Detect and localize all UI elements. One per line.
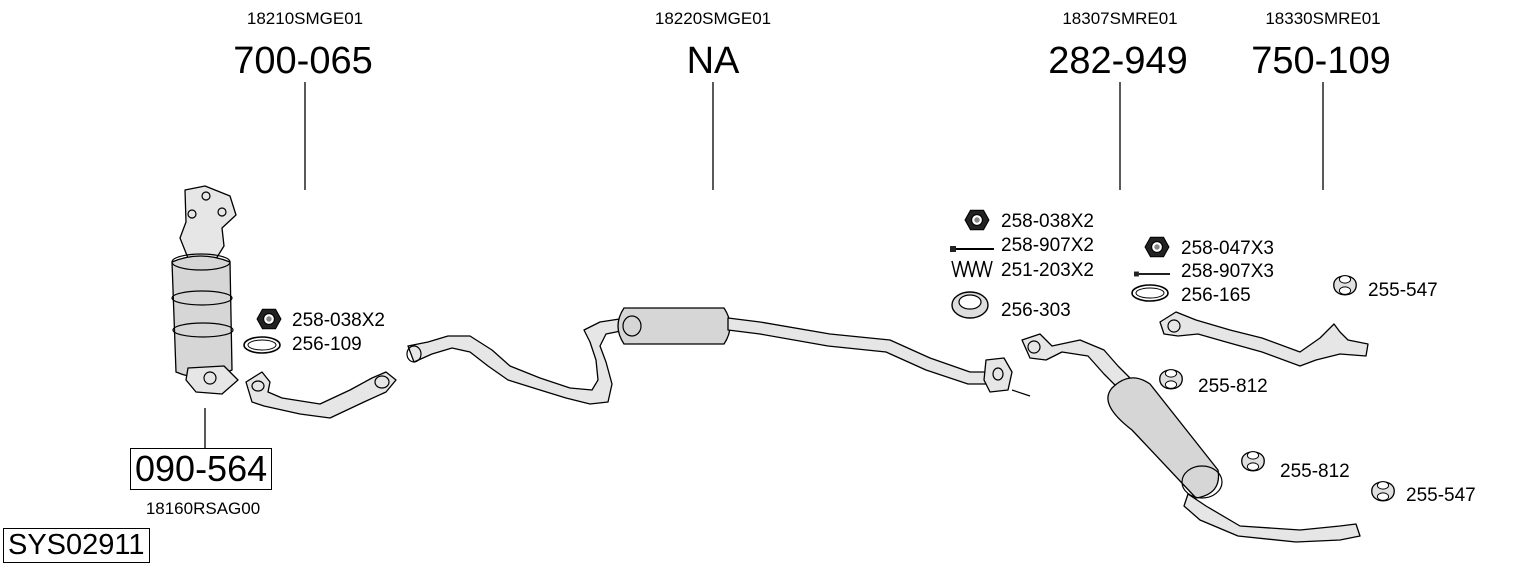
nut-icon xyxy=(1144,236,1170,258)
rubber-hanger-icon xyxy=(1333,274,1357,296)
oem-code-catalyst: 18210SMGE01 xyxy=(247,9,363,28)
bolt-icon xyxy=(950,245,994,253)
gasket-icon xyxy=(1131,284,1169,302)
fitting-label[interactable]: 255-812 xyxy=(1198,376,1268,397)
rubber-hanger-icon xyxy=(1371,480,1395,502)
fitting-label[interactable]: 258-907X3 xyxy=(1181,261,1274,282)
front-pipe-part-number[interactable]: 090-564 xyxy=(130,448,273,490)
nut-icon xyxy=(964,209,990,231)
middle-pipe-drawing xyxy=(406,307,1031,405)
fitting-label[interactable]: 255-547 xyxy=(1368,280,1438,301)
oem-code-front-pipe: 18160RSAG00 xyxy=(146,499,260,518)
fitting-label[interactable]: 256-109 xyxy=(292,334,362,355)
fitting-label[interactable]: 258-038X2 xyxy=(1001,211,1094,232)
system-code: SYS02911 xyxy=(3,528,150,563)
catalytic-converter-drawing xyxy=(171,185,239,395)
fitting-label[interactable]: 255-547 xyxy=(1406,485,1476,506)
nut-icon xyxy=(256,308,282,330)
tail-pipe-drawing xyxy=(1159,311,1369,367)
rubber-hanger-icon xyxy=(1159,368,1183,390)
spring-icon xyxy=(951,260,993,278)
part-number-tail-pipe[interactable]: 750-109 xyxy=(1251,40,1390,82)
fitting-label[interactable]: 258-047X3 xyxy=(1181,238,1274,259)
part-number-middle-section[interactable]: NA xyxy=(687,40,740,82)
oem-code-middle-section: 18220SMGE01 xyxy=(655,9,771,28)
rear-silencer-drawing xyxy=(1021,333,1361,543)
oem-code-tail-pipe: 18330SMRE01 xyxy=(1265,9,1380,28)
bolt-icon xyxy=(1134,270,1170,278)
part-number-rear-silencer[interactable]: 282-949 xyxy=(1048,40,1187,82)
rubber-hanger-icon xyxy=(1241,450,1265,472)
oem-code-rear-silencer: 18307SMRE01 xyxy=(1062,9,1177,28)
seal-ring-icon xyxy=(951,291,989,319)
fitting-label[interactable]: 251-203X2 xyxy=(1001,260,1094,281)
fitting-label[interactable]: 256-165 xyxy=(1181,285,1251,306)
fitting-label[interactable]: 258-907X2 xyxy=(1001,235,1094,256)
part-number-catalyst[interactable]: 700-065 xyxy=(233,40,372,82)
front-pipe-drawing xyxy=(245,371,397,419)
fitting-label[interactable]: 256-303 xyxy=(1001,300,1071,321)
fitting-label[interactable]: 255-812 xyxy=(1280,461,1350,482)
gasket-icon xyxy=(243,336,281,354)
fitting-label[interactable]: 258-038X2 xyxy=(292,310,385,331)
